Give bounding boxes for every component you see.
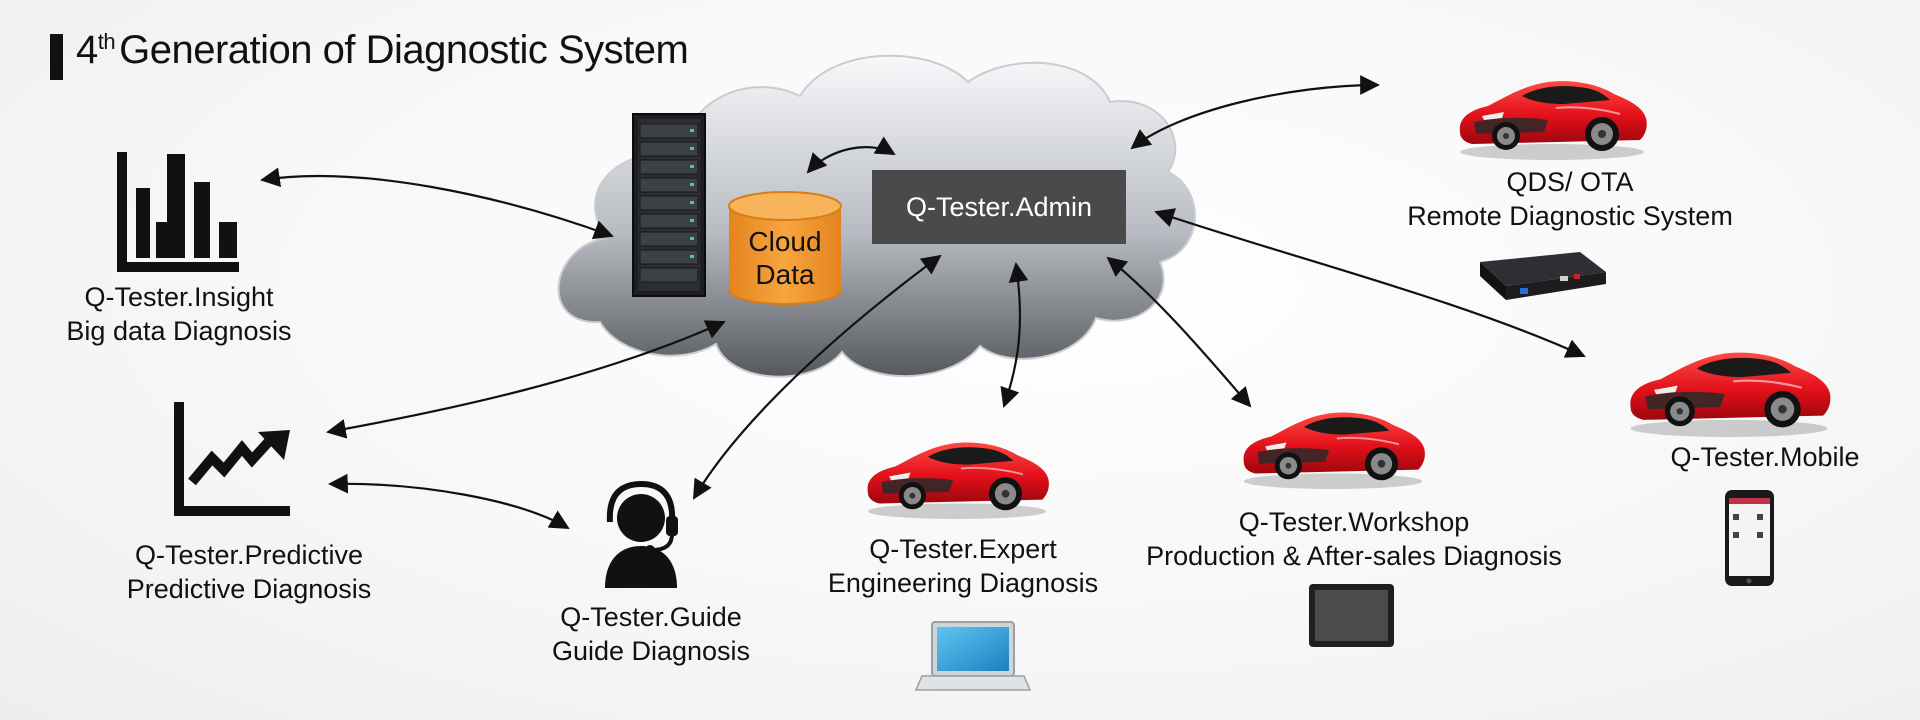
connection-arrows <box>260 75 1586 529</box>
predictive-label: Q-Tester.Predictive Predictive Diagnosis <box>104 538 394 606</box>
qds-label: QDS/ OTA Remote Diagnostic System <box>1390 165 1750 233</box>
arrow-data-predictive <box>326 320 726 439</box>
mobile-label: Q-Tester.Mobile <box>1640 440 1890 474</box>
trend-chart-icon <box>174 402 290 516</box>
tablet-icon <box>1309 584 1394 647</box>
arrow-admin-guide <box>692 254 942 500</box>
cloud-data-line2: Data <box>755 259 815 290</box>
server-rack-icon <box>632 113 706 297</box>
arrow-admin-mobile <box>1154 208 1586 358</box>
arrow-data-admin <box>806 136 896 174</box>
title-superscript: th <box>97 29 116 54</box>
car-image-workshop <box>1242 411 1426 490</box>
cloud-data-line1: Cloud <box>748 226 822 257</box>
arrow-admin-qds <box>1130 75 1380 150</box>
expert-desc: Engineering Diagnosis <box>827 568 1099 598</box>
support-agent-icon <box>605 480 678 588</box>
guide-name: Q-Tester.Guide <box>560 602 742 632</box>
qds-desc: Remote Diagnostic System <box>1407 201 1733 231</box>
insight-name: Q-Tester.Insight <box>84 282 274 312</box>
car-image-mobile <box>1629 351 1832 439</box>
title-marker <box>50 34 63 80</box>
cloud-data-label: Cloud Data <box>724 225 846 291</box>
smartphone-icon <box>1725 490 1774 586</box>
arrow-admin-workshop <box>1106 256 1252 408</box>
workshop-name: Q-Tester.Workshop <box>1238 507 1470 537</box>
workshop-label: Q-Tester.Workshop Production & After-sal… <box>1124 505 1584 573</box>
predictive-name: Q-Tester.Predictive <box>134 540 364 570</box>
workshop-desc: Production & After-sales Diagnosis <box>1146 541 1562 571</box>
qds-name: QDS/ OTA <box>1506 167 1634 197</box>
car-image-expert <box>866 441 1050 520</box>
predictive-desc: Predictive Diagnosis <box>126 574 372 604</box>
arrow-admin-expert <box>1000 262 1029 408</box>
mobile-name: Q-Tester.Mobile <box>1670 442 1860 472</box>
guide-desc: Guide Diagnosis <box>551 636 751 666</box>
insight-label: Q-Tester.Insight Big data Diagnosis <box>54 280 304 348</box>
expert-label: Q-Tester.Expert Engineering Diagnosis <box>808 532 1118 600</box>
laptop-icon <box>914 621 1032 691</box>
title-text: Generation of Diagnostic System <box>119 28 689 72</box>
insight-desc: Big data Diagnosis <box>66 316 292 346</box>
ota-device-icon <box>1480 252 1606 300</box>
title-number: 4 <box>76 28 98 72</box>
arrow-predictive-guide <box>328 473 570 529</box>
car-image-qds <box>1458 80 1648 161</box>
arrow-insight-server <box>260 167 614 240</box>
guide-label: Q-Tester.Guide Guide Diagnosis <box>536 600 766 668</box>
bar-chart-icon <box>117 152 239 272</box>
expert-name: Q-Tester.Expert <box>869 534 1057 564</box>
admin-box: Q-Tester.Admin <box>872 170 1126 244</box>
